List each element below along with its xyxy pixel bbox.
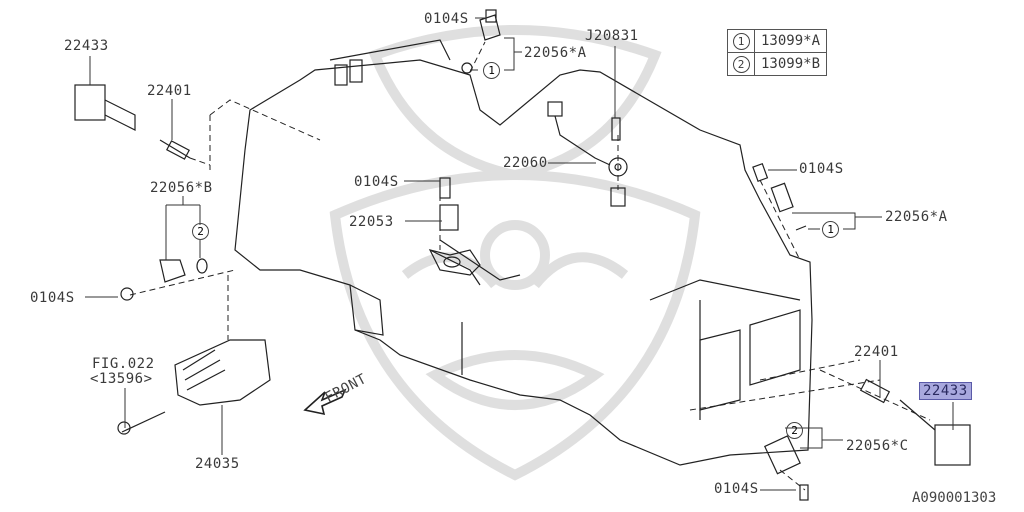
callout-spark-plug-right[interactable]: 22401 xyxy=(854,344,899,360)
ref-circle-2: 2 xyxy=(192,223,209,240)
callout-bolt-bottom[interactable]: 0104S xyxy=(714,481,759,497)
ref-circle-1: 1 xyxy=(822,221,839,238)
ref-circle-1: 1 xyxy=(483,62,500,79)
callout-sensor-b[interactable]: 22056*B xyxy=(150,180,213,196)
callout-knock-sensor[interactable]: 22060 xyxy=(503,155,548,171)
callout-ignition-coil-left[interactable]: 22433 xyxy=(64,38,109,54)
legend-key-circle: 1 xyxy=(732,32,750,50)
diagram-code: A090001303 xyxy=(912,490,997,506)
legend-row: 1 13099*A xyxy=(727,29,828,53)
legend-key-circle: 2 xyxy=(732,55,750,73)
callout-fig-ref-part[interactable]: <13596> xyxy=(90,371,153,387)
callout-cam-sensor[interactable]: 22053 xyxy=(349,214,394,230)
callout-sensor-a-top[interactable]: 22056*A xyxy=(524,45,587,61)
legend-value: 13099*B xyxy=(753,52,828,76)
callout-bolt-knock[interactable]: J20831 xyxy=(585,28,639,44)
callout-fig-ref[interactable]: FIG.022 xyxy=(92,356,155,372)
legend-row: 2 13099*B xyxy=(727,52,828,76)
ref-circle-2: 2 xyxy=(786,422,803,439)
callout-sensor-a-right[interactable]: 22056*A xyxy=(885,209,948,225)
watermark-emblem-icon xyxy=(329,25,701,481)
callout-ignition-coil-right-highlighted[interactable]: 22433 xyxy=(919,382,972,400)
legend-table: 1 13099*A 2 13099*B xyxy=(727,29,828,76)
callout-bolt-left[interactable]: 0104S xyxy=(30,290,75,306)
callout-bolt-center[interactable]: 0104S xyxy=(354,174,399,190)
callout-spark-plug-left[interactable]: 22401 xyxy=(147,83,192,99)
callout-cover[interactable]: 24035 xyxy=(195,456,240,472)
callout-bolt-right[interactable]: 0104S xyxy=(799,161,844,177)
callout-bolt-top[interactable]: 0104S xyxy=(424,11,469,27)
legend-value: 13099*A xyxy=(753,29,828,53)
callout-sensor-c[interactable]: 22056*C xyxy=(846,438,909,454)
